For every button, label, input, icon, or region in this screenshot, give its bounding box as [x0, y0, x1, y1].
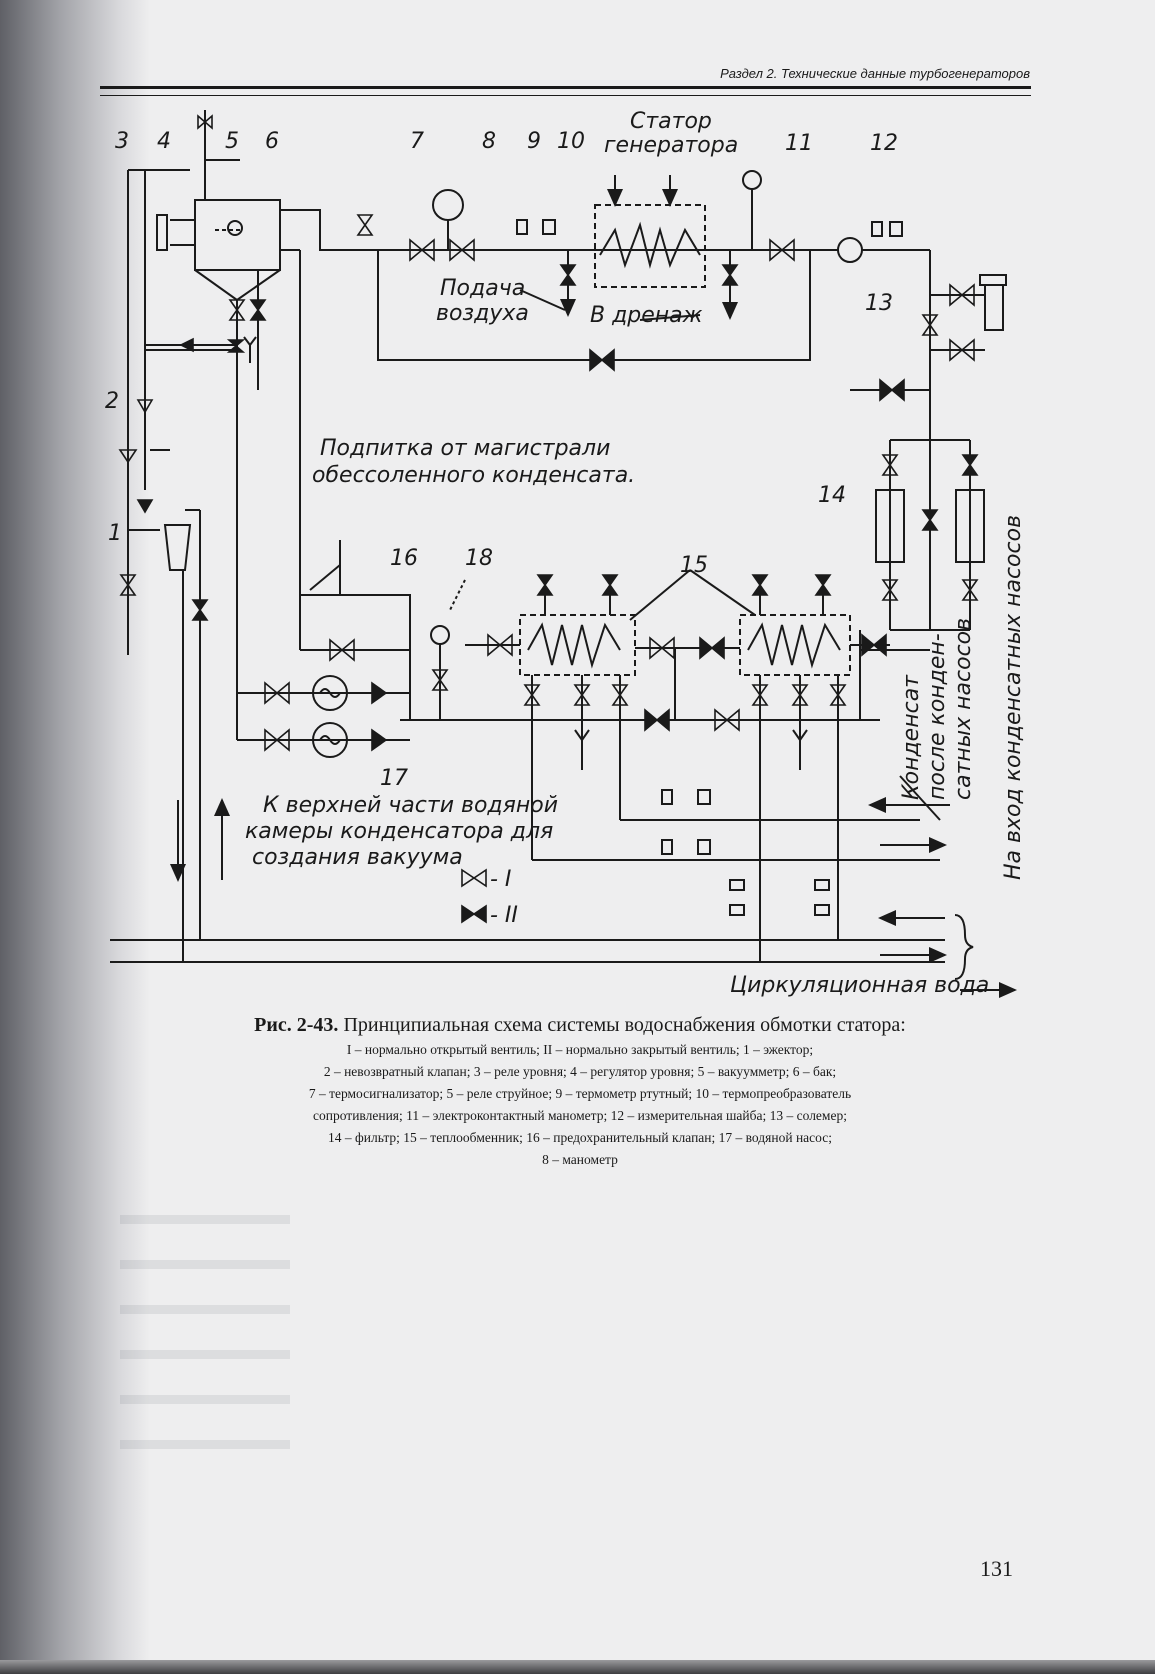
- ref-9: 9: [527, 129, 541, 154]
- header-rule: [100, 86, 1031, 96]
- ref-7: 7: [410, 129, 424, 154]
- label-generator: генератора: [604, 133, 738, 158]
- ref-6: 6: [265, 129, 279, 154]
- caption-legend-line: 2 – невозвратный клапан; 3 – реле уровня…: [323, 1064, 837, 1079]
- label-drain: В дренаж: [590, 303, 703, 328]
- page-number: 131: [980, 1556, 1013, 1581]
- ref-4: 4: [157, 129, 171, 154]
- caption-title: Принципиальная схема системы водоснабжен…: [343, 1014, 906, 1036]
- ref-18: 18: [465, 546, 493, 571]
- label-vacuum-3: создания вакуума: [252, 845, 463, 870]
- label-makeup-1: Подпитка от магистрали: [320, 436, 610, 461]
- caption-legend-line: 8 – манометр: [542, 1152, 618, 1167]
- label-stator: Статор: [630, 109, 712, 134]
- page-bottom-edge: [0, 1660, 1155, 1674]
- bleed-through-text: [120, 1215, 290, 1224]
- caption-legend: I – нормально открытый вентиль; II – нор…: [130, 1039, 1030, 1171]
- ref-12: 12: [870, 131, 898, 156]
- ref-3: 3: [115, 129, 129, 154]
- bleed-through-text: [120, 1260, 290, 1269]
- caption-prefix: Рис. 2-43.: [254, 1014, 339, 1036]
- label-vacuum-2: камеры конденсатора для: [245, 819, 553, 844]
- label-condensate-1: Конденсат: [899, 674, 924, 800]
- caption-legend-line: сопротивления; 11 – электроконтактный ма…: [313, 1108, 847, 1123]
- caption-title-line: Рис. 2-43. Принципиальная схема системы …: [130, 1013, 1030, 1037]
- label-air-supply-2: воздуха: [436, 301, 529, 326]
- ref-11: 11: [785, 131, 813, 156]
- ref-17: 17: [380, 766, 408, 791]
- ref-5: 5: [225, 129, 239, 154]
- ref-10: 10: [557, 129, 585, 154]
- label-makeup-2: обессоленного конденсата.: [312, 463, 635, 488]
- bleed-through-text: [120, 1395, 290, 1404]
- ref-2: 2: [105, 389, 119, 414]
- label-condensate-3: сатных насосов: [951, 618, 976, 800]
- ref-16: 16: [390, 546, 418, 571]
- bleed-through-text: [120, 1350, 290, 1359]
- ref-13: 13: [865, 291, 893, 316]
- water-supply-schematic: Статор генератора Подача воздуха В дрена…: [105, 109, 1026, 998]
- ref-14: 14: [818, 483, 846, 508]
- ref-1: 1: [108, 521, 122, 546]
- caption-legend-line: I – нормально открытый вентиль; II – нор…: [346, 1042, 814, 1057]
- figure-caption: Рис. 2-43. Принципиальная схема системы …: [130, 1013, 1030, 1171]
- caption-legend-line: 7 – термосигнализатор; 5 – реле струйное…: [308, 1086, 852, 1101]
- label-pump-inlet: На вход конденсатных насосов: [1001, 515, 1026, 880]
- page-binding-shadow: [0, 0, 150, 1674]
- label-condensate-2: после конден-: [925, 633, 950, 800]
- label-air-supply-1: Подача: [440, 276, 525, 301]
- caption-legend-line: 14 – фильтр; 15 – теплообменник; 16 – пр…: [328, 1130, 832, 1145]
- ref-15: 15: [680, 553, 708, 578]
- running-header: Раздел 2. Технические данные турбогенера…: [720, 66, 1030, 81]
- label-circulation-water: Циркуляционная вода: [730, 973, 989, 998]
- legend-open-valve: - I: [490, 867, 511, 892]
- ref-8: 8: [482, 129, 496, 154]
- legend-closed-valve: - II: [490, 903, 518, 928]
- bleed-through-text: [120, 1440, 290, 1449]
- label-vacuum-1: К верхней части водяной: [263, 793, 558, 818]
- bleed-through-text: [120, 1305, 290, 1314]
